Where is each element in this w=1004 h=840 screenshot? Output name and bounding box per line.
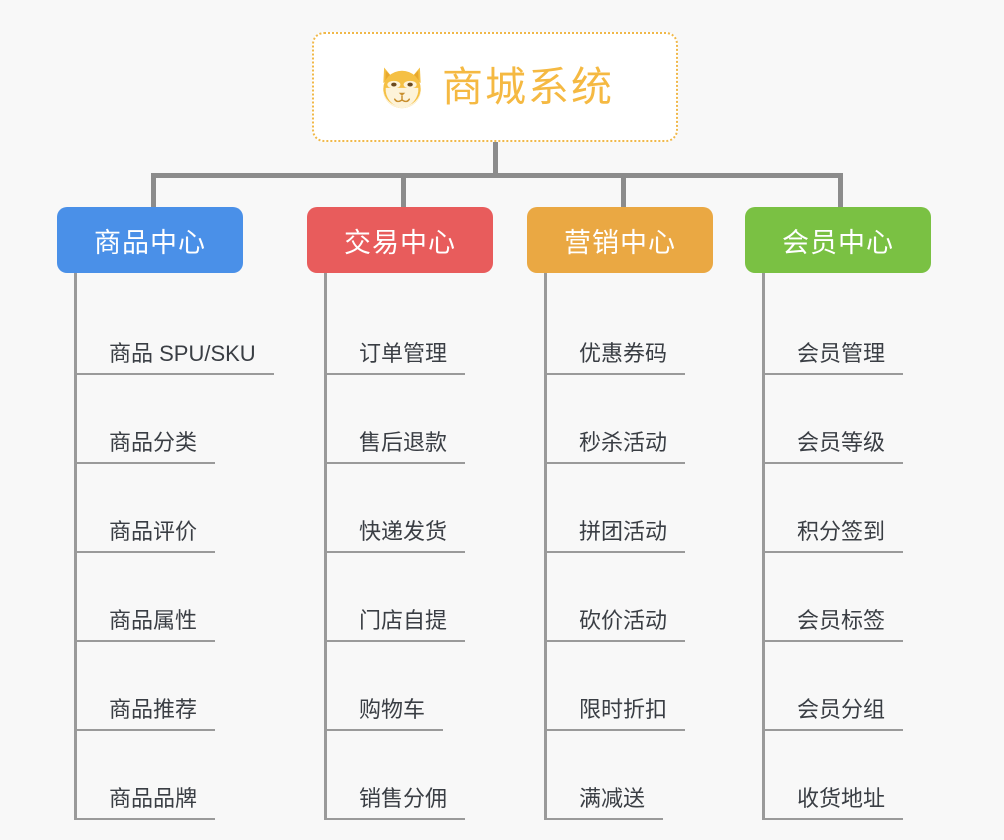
leaf-label: 满减送 [547,786,664,820]
list-item[interactable]: 砍价活动 [547,553,713,642]
list-item[interactable]: 购物车 [327,642,493,731]
leaf-label: 积分签到 [765,519,904,553]
leaf-label: 订单管理 [327,341,466,375]
list-item[interactable]: 商品分类 [77,375,243,464]
list-item[interactable]: 销售分佣 [327,731,493,820]
leaf-label: 商品分类 [77,430,216,464]
list-item[interactable]: 拼团活动 [547,464,713,553]
category-label: 交易中心 [344,227,456,258]
list-item[interactable]: 商品评价 [77,464,243,553]
connector-drop-product-center [151,173,156,209]
list-item[interactable]: 商品推荐 [77,642,243,731]
leaf-label: 会员管理 [765,341,904,375]
connector-drop-member-center [838,173,843,209]
leaf-label: 会员标签 [765,608,904,642]
leaf-label: 商品评价 [77,519,216,553]
list-item[interactable]: 优惠券码 [547,286,713,375]
leaf-list-member-center: 会员管理 会员等级 积分签到 会员标签 会员分组 收货地址 [762,273,931,820]
list-item[interactable]: 收货地址 [765,731,931,820]
category-header-trade-center[interactable]: 交易中心 [307,207,493,273]
category-label: 商品中心 [94,227,206,258]
list-item[interactable]: 满减送 [547,731,713,820]
leaf-label: 销售分佣 [327,786,466,820]
list-item[interactable]: 积分签到 [765,464,931,553]
leaf-label: 砍价活动 [547,608,686,642]
list-item[interactable]: 订单管理 [327,286,493,375]
root-label: 商城系统 [442,63,614,110]
connector-drop-marketing-center [621,173,626,209]
list-item[interactable]: 商品 SPU/SKU [77,286,274,375]
root-node[interactable]: 商城系统 [312,32,678,142]
category-header-member-center[interactable]: 会员中心 [745,207,931,273]
connector-drop-trade-center [401,173,406,209]
shiba-dog-face-icon [376,61,428,113]
leaf-label: 门店自提 [327,608,466,642]
leaf-label: 会员等级 [765,430,904,464]
column-member-center: 会员中心 会员管理 会员等级 积分签到 会员标签 会员分组 收货地址 [745,207,931,820]
list-item[interactable]: 秒杀活动 [547,375,713,464]
leaf-label: 会员分组 [765,697,904,731]
leaf-label: 商品推荐 [77,697,216,731]
leaf-label: 优惠券码 [547,341,686,375]
list-item[interactable]: 门店自提 [327,553,493,642]
leaf-label: 快递发货 [327,519,466,553]
leaf-label: 商品品牌 [77,786,216,820]
list-item[interactable]: 会员管理 [765,286,931,375]
leaf-label: 拼团活动 [547,519,686,553]
category-label: 会员中心 [782,227,894,258]
list-item[interactable]: 快递发货 [327,464,493,553]
connector-horizontal-bus [151,173,841,178]
list-item[interactable]: 会员标签 [765,553,931,642]
category-label: 营销中心 [564,227,676,258]
list-item[interactable]: 限时折扣 [547,642,713,731]
connector-root-stem [493,142,498,178]
leaf-label: 限时折扣 [547,697,686,731]
category-header-marketing-center[interactable]: 营销中心 [527,207,713,273]
list-item[interactable]: 商品属性 [77,553,243,642]
column-product-center: 商品中心 商品 SPU/SKU 商品分类 商品评价 商品属性 商品推荐 商品品牌 [57,207,274,820]
leaf-label: 秒杀活动 [547,430,686,464]
category-header-product-center[interactable]: 商品中心 [57,207,243,273]
leaf-list-marketing-center: 优惠券码 秒杀活动 拼团活动 砍价活动 限时折扣 满减送 [544,273,713,820]
leaf-label: 收货地址 [765,786,904,820]
leaf-label: 商品 SPU/SKU [77,341,274,375]
list-item[interactable]: 会员分组 [765,642,931,731]
column-marketing-center: 营销中心 优惠券码 秒杀活动 拼团活动 砍价活动 限时折扣 满减送 [527,207,713,820]
leaf-label: 售后退款 [327,430,466,464]
column-trade-center: 交易中心 订单管理 售后退款 快递发货 门店自提 购物车 销售分佣 [307,207,493,820]
leaf-label: 购物车 [327,697,444,731]
list-item[interactable]: 售后退款 [327,375,493,464]
list-item[interactable]: 会员等级 [765,375,931,464]
list-item[interactable]: 商品品牌 [77,731,243,820]
leaf-label: 商品属性 [77,608,216,642]
leaf-list-product-center: 商品 SPU/SKU 商品分类 商品评价 商品属性 商品推荐 商品品牌 [74,273,274,820]
leaf-list-trade-center: 订单管理 售后退款 快递发货 门店自提 购物车 销售分佣 [324,273,493,820]
